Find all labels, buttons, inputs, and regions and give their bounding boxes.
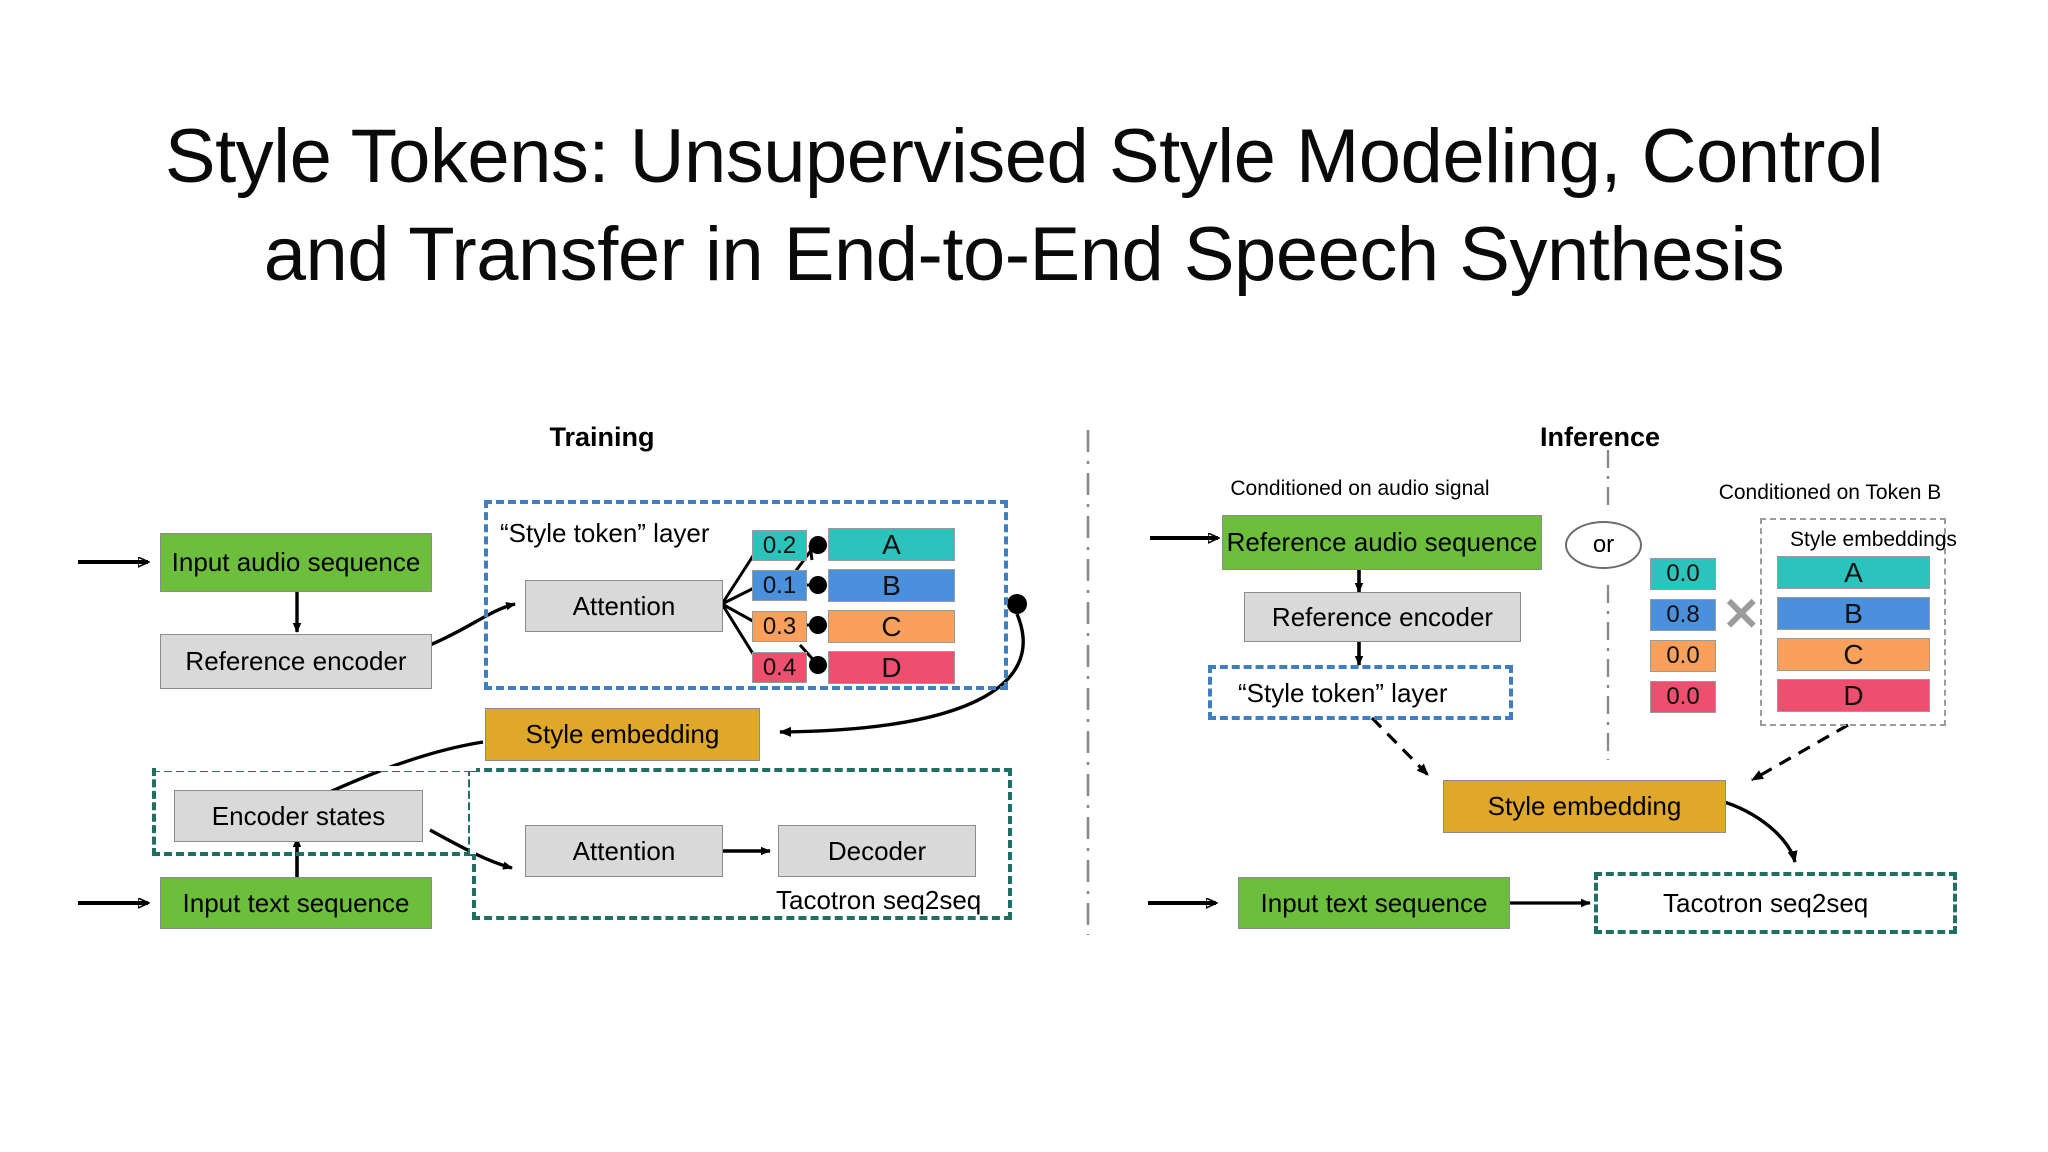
inference-heading: Inference: [1539, 422, 1661, 452]
training-heading: Training: [549, 422, 655, 452]
token-bar-c-inference: C: [1777, 638, 1930, 671]
style-token-layer-label-inference: “Style token” layer: [1238, 678, 1448, 708]
encoder-states-node[interactable]: Encoder states: [174, 790, 423, 842]
token-weight-b-training: 0.1: [752, 570, 807, 601]
token-weight-c-inference: 0.0: [1650, 640, 1716, 672]
title-line-1: Style Tokens: Unsupervised Style Modelin…: [164, 114, 1884, 199]
reference-encoder-node-inference[interactable]: Reference encoder: [1244, 592, 1521, 642]
page-title: Style Tokens: Unsupervised Style Modelin…: [0, 108, 2048, 304]
multiply-icon: ✕: [1722, 588, 1761, 640]
token-bar-d-inference: D: [1777, 679, 1930, 712]
token-weight-c-training: 0.3: [752, 611, 807, 642]
token-bar-b-inference: B: [1777, 597, 1930, 630]
style-embeddings-label: Style embeddings: [1790, 528, 1957, 551]
or-connector-badge: or: [1565, 521, 1642, 569]
attention-node-tacotron[interactable]: Attention: [525, 825, 723, 877]
tacotron-label-inference: Tacotron seq2seq: [1663, 888, 1869, 918]
tacotron-dashed-box-inference: [1594, 872, 1957, 934]
decoder-node[interactable]: Decoder: [778, 825, 976, 877]
style-token-layer-label-training: “Style token” layer: [500, 518, 710, 548]
dash-joiner-side: [470, 772, 476, 854]
inference-left-caption: Conditioned on audio signal: [1230, 477, 1490, 500]
style-embeddings-box: [1760, 518, 1946, 726]
token-weight-d-training: 0.4: [752, 652, 807, 683]
input-text-sequence-node-training[interactable]: Input text sequence: [160, 877, 432, 929]
input-text-sequence-node-inference[interactable]: Input text sequence: [1238, 877, 1510, 929]
style-token-layer-box-training: [484, 500, 1008, 690]
dash-joiner-top: [156, 766, 476, 771]
token-bar-b-training: B: [828, 569, 955, 602]
style-token-layer-box-inference: [1208, 665, 1513, 720]
style-embedding-node-training[interactable]: Style embedding: [485, 708, 760, 761]
token-weight-a-inference: 0.0: [1650, 558, 1716, 590]
token-bar-d-training: D: [828, 651, 955, 684]
token-weight-d-inference: 0.0: [1650, 681, 1716, 713]
inference-right-caption: Conditioned on Token B: [1718, 481, 1942, 504]
title-line-2: and Transfer in End-to-End Speech Synthe…: [263, 212, 1785, 297]
token-bar-c-training: C: [828, 610, 955, 643]
reference-encoder-node-training[interactable]: Reference encoder: [160, 634, 432, 689]
style-embedding-node-inference[interactable]: Style embedding: [1443, 780, 1726, 833]
input-audio-sequence-node[interactable]: Input audio sequence: [160, 533, 432, 592]
reference-audio-sequence-node[interactable]: Reference audio sequence: [1222, 515, 1542, 570]
attention-node-style[interactable]: Attention: [525, 580, 723, 632]
tacotron-label-training: Tacotron seq2seq: [776, 885, 982, 915]
token-weight-b-inference: 0.8: [1650, 599, 1716, 631]
token-bar-a-inference: A: [1777, 556, 1930, 589]
token-bar-a-training: A: [828, 528, 955, 561]
token-weight-a-training: 0.2: [752, 530, 807, 561]
